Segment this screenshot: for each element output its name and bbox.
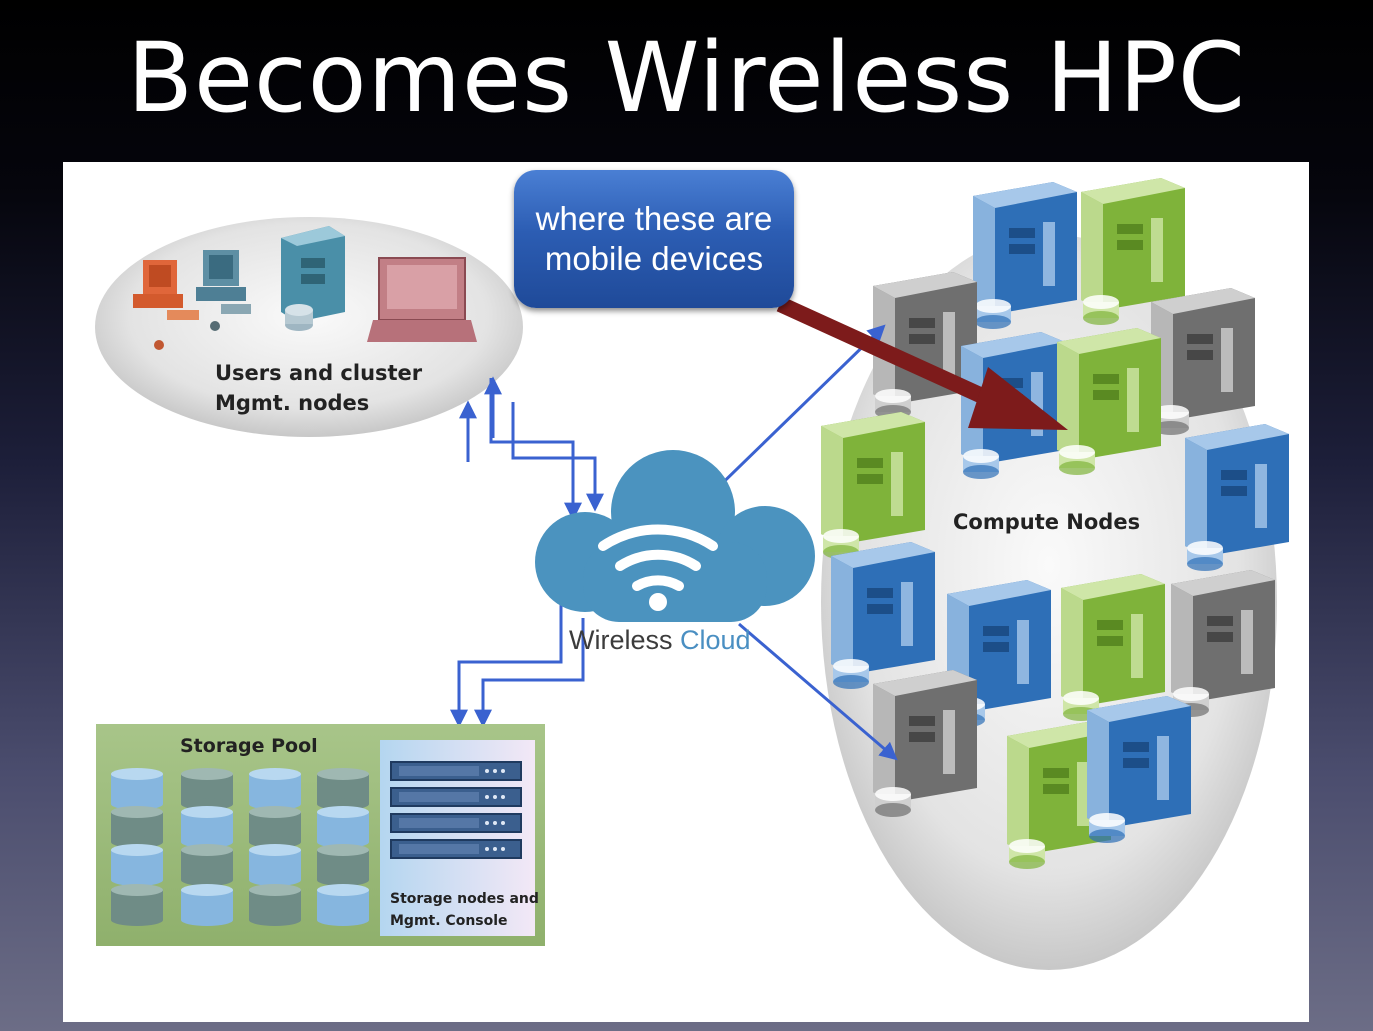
- link-storage-1: [450, 602, 563, 728]
- wifi-dot: [649, 593, 667, 611]
- storage-disk-icon: [111, 844, 163, 886]
- storage-nodes-label-line-2: Mgmt. Console: [390, 913, 508, 929]
- storage-disk-icon: [249, 806, 301, 848]
- rack-server-icon: [390, 839, 522, 859]
- storage-disk-icon: [181, 884, 233, 926]
- storage-disk-icon: [249, 844, 301, 886]
- storage-nodes-label: Storage nodes and Mgmt. Console: [390, 888, 539, 932]
- link-users-down-2: [511, 402, 604, 512]
- callout-arrow: [776, 296, 1068, 430]
- rack-server-icon: [390, 787, 522, 807]
- link-compute-bottom: [738, 622, 898, 761]
- users-label-line-2: Mgmt. nodes: [215, 391, 370, 415]
- server-node-icon: [1185, 424, 1289, 571]
- storage-disk-icon: [317, 806, 369, 848]
- storage-pool-label: Storage Pool: [180, 735, 318, 757]
- wifi-icon: [598, 524, 718, 591]
- users-group: [95, 217, 523, 437]
- diagram-graphic: [95, 178, 1289, 970]
- link-compute-top: [701, 324, 886, 504]
- storage-disk-icon: [317, 844, 369, 886]
- cloud-label-word-2: Cloud: [680, 625, 751, 655]
- rack-server-icon: [390, 813, 522, 833]
- workstation-icon: [196, 250, 251, 331]
- storage-disk-icon: [317, 884, 369, 926]
- callout-box: where these are mobile devices: [514, 170, 794, 308]
- users-label-line-1: Users and cluster: [215, 361, 423, 385]
- wireless-cloud: [535, 450, 815, 622]
- callout-line-2: mobile devices: [544, 240, 764, 277]
- storage-disk-icon: [181, 806, 233, 848]
- server-node-icon: [1151, 288, 1255, 435]
- desktop-pc-icon: [133, 260, 199, 350]
- connection-lines: [450, 324, 898, 761]
- storage-disk-icon: [111, 768, 163, 810]
- server-node-icon: [973, 182, 1077, 329]
- server-node-icon: [831, 542, 935, 689]
- callout-line-1: where these are: [535, 200, 773, 237]
- laptop-icon: [367, 257, 477, 342]
- server-node-icon: [1087, 696, 1191, 843]
- compute-label: Compute Nodes: [953, 510, 1141, 534]
- storage-disk-icon: [111, 806, 163, 848]
- server-node-icon: [1081, 178, 1185, 325]
- rack-server-icon: [390, 761, 522, 781]
- server-node-icon: [873, 670, 977, 817]
- storage-disk-icon: [317, 768, 369, 810]
- compute-nodes-group: [821, 178, 1289, 970]
- slide-title: Becomes Wireless HPC: [127, 22, 1246, 134]
- server-node-icon: [821, 412, 925, 559]
- server-tower-icon: [281, 226, 345, 331]
- storage-disk-icon: [111, 884, 163, 926]
- link-storage-2: [474, 618, 585, 728]
- server-node-icon: [1061, 574, 1165, 721]
- storage-nodes-label-line-1: Storage nodes and: [390, 891, 539, 907]
- server-node-icon: [1057, 328, 1161, 475]
- storage-disk-icon: [249, 884, 301, 926]
- storage-pool: [96, 724, 545, 946]
- diagram-panel: where these are mobile devices Users and…: [63, 162, 1309, 1022]
- server-node-icon: [1007, 722, 1111, 869]
- storage-disk-icon: [249, 768, 301, 810]
- cloud-label: Wireless Cloud: [569, 625, 751, 656]
- users-label: Users and cluster Mgmt. nodes: [215, 358, 422, 418]
- storage-disk-icon: [181, 844, 233, 886]
- link-users-down-1: [489, 378, 582, 521]
- cloud-label-word-1: Wireless: [569, 625, 673, 655]
- storage-disk-icon: [181, 768, 233, 810]
- server-node-icon: [1171, 570, 1275, 717]
